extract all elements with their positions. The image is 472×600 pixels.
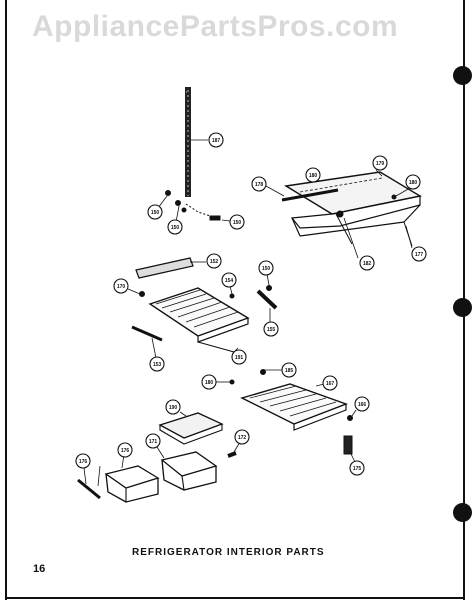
callout-155: 155 [263, 321, 279, 337]
callout-175: 175 [349, 460, 365, 476]
svg-text:170: 170 [117, 284, 126, 290]
callout-150: 150 [167, 219, 183, 235]
callout-180: 180 [305, 167, 321, 183]
shelf-support-ladder [185, 87, 191, 197]
svg-text:182: 182 [363, 261, 372, 267]
svg-text:176: 176 [121, 448, 130, 454]
svg-text:180: 180 [409, 180, 418, 186]
svg-text:191: 191 [235, 355, 244, 361]
callout-177: 177 [411, 246, 427, 262]
callout-182: 182 [359, 255, 375, 271]
svg-text:179: 179 [376, 161, 385, 167]
callout-150: 150 [258, 260, 274, 276]
callout-166: 166 [354, 396, 370, 412]
svg-text:150: 150 [151, 210, 160, 216]
callout-176: 176 [117, 442, 133, 458]
callout-180: 180 [201, 374, 217, 390]
callout-152: 152 [206, 253, 222, 269]
crisper-assembly [77, 412, 237, 503]
svg-text:176: 176 [79, 459, 88, 465]
watermark: AppliancePartsPros.com [32, 10, 399, 43]
svg-text:153: 153 [153, 362, 162, 368]
binder-hole-middle [453, 298, 472, 317]
callout-178: 178 [251, 176, 267, 192]
callout-170: 170 [113, 278, 129, 294]
callout-185: 185 [281, 362, 297, 378]
callout-176: 176 [75, 453, 91, 469]
svg-text:180: 180 [205, 380, 214, 386]
upper-shelf-assembly [281, 171, 422, 247]
page-number: 16 [33, 563, 46, 575]
callout-167: 167 [322, 375, 338, 391]
svg-text:187: 187 [212, 138, 221, 144]
page-border-bottom [5, 597, 465, 599]
callout-191: 191 [231, 349, 247, 365]
callout-bubbles: 187 150 150 150 178 180 179 180 182 177 … [75, 132, 427, 476]
svg-text:190: 190 [169, 405, 178, 411]
svg-text:178: 178 [255, 182, 264, 188]
svg-text:150: 150 [233, 220, 242, 226]
middle-shelf-assembly [131, 257, 278, 353]
callout-179: 179 [372, 155, 388, 171]
callout-153: 153 [149, 356, 165, 372]
ladder-hardware [165, 190, 223, 221]
callout-190: 190 [165, 399, 181, 415]
svg-text:166: 166 [358, 402, 367, 408]
callout-171: 171 [145, 433, 161, 449]
svg-text:171: 171 [149, 439, 158, 445]
svg-text:180: 180 [309, 173, 318, 179]
svg-text:167: 167 [326, 381, 335, 387]
svg-text:150: 150 [262, 266, 271, 272]
lower-shelf-assembly [229, 369, 353, 455]
callout-150: 150 [229, 214, 245, 230]
svg-text:177: 177 [415, 252, 424, 258]
callout-172: 172 [234, 429, 250, 445]
svg-text:172: 172 [238, 435, 247, 441]
svg-text:150: 150 [171, 225, 180, 231]
page-border-left [5, 0, 7, 600]
diagram-caption: REFRIGERATOR INTERIOR PARTS [132, 547, 325, 558]
svg-text:155: 155 [267, 327, 276, 333]
svg-text:175: 175 [353, 466, 362, 472]
binder-hole-top [453, 66, 472, 85]
svg-text:154: 154 [225, 278, 234, 284]
svg-text:152: 152 [210, 259, 219, 265]
callout-187: 187 [208, 132, 224, 148]
binder-hole-bottom [453, 503, 472, 522]
svg-text:185: 185 [285, 368, 294, 374]
callout-154: 154 [221, 272, 237, 288]
callout-150: 150 [147, 204, 163, 220]
callout-180: 180 [405, 174, 421, 190]
